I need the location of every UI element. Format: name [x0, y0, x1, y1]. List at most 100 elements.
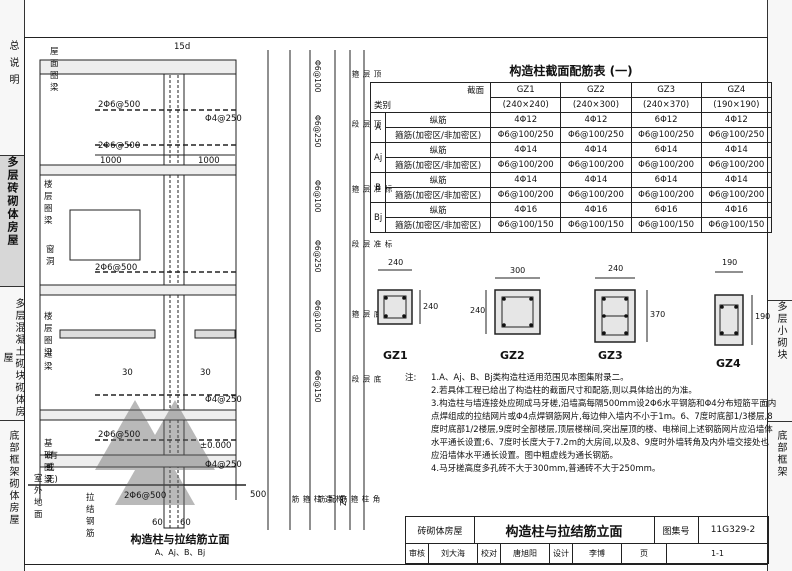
label-dim: 60 — [152, 518, 163, 528]
rebar-value-cell: Φ6@100/150 — [630, 217, 702, 233]
tb-atlas-no: 11G329-2 — [710, 525, 756, 535]
label-lintel: 过梁 — [44, 350, 53, 372]
rebar-value-cell: Φ6@100/200 — [700, 157, 773, 173]
col-header: GZ3 — [630, 82, 702, 98]
zone-stirrup: Φ6@100 — [313, 60, 322, 93]
rebar-value-cell: Φ6@100/250 — [490, 127, 562, 143]
category-cell: Bj — [369, 202, 387, 233]
rebar-value-cell: 4Φ12 — [700, 112, 773, 128]
rebar-value-cell: 4Φ14 — [700, 142, 773, 158]
roof-beam — [39, 59, 237, 75]
label-dim: 30 — [200, 368, 211, 378]
sidebar-label: 多层砖砌体房屋 — [6, 156, 19, 247]
elevation-subtitle: A、Aj、B、Bj — [154, 548, 206, 557]
rebar-type-cell: 纵筋 — [385, 112, 492, 128]
col-header: GZ4 — [700, 82, 773, 98]
section-name: GZ3 — [598, 349, 623, 362]
rebar-type-cell: 箍筋(加密区/非加密区) — [385, 127, 492, 143]
section-dim-side: 190 — [755, 312, 771, 321]
tb-check-label: 校对 — [478, 544, 501, 563]
zone-stirrup: Φ6@150 — [313, 370, 322, 403]
sidebar-tab-bottom-frame[interactable]: 底部框架 — [768, 430, 792, 560]
sidebar-tab-block[interactable]: 多层混凝土砌块砌体房屋 — [0, 295, 24, 421]
lintel — [194, 329, 236, 339]
tb-review-label: 审核 — [406, 544, 429, 563]
rebar-value-cell: 6Φ12 — [630, 112, 702, 128]
zone-label: 底层箍 — [351, 310, 382, 318]
label-dim: 1000 — [100, 156, 122, 166]
sidebar-label: 总 说 明 — [7, 40, 18, 87]
label-15d: 15d — [174, 42, 191, 52]
foundation-beam — [39, 454, 237, 468]
rebar-value-cell: 6Φ14 — [630, 172, 702, 188]
header-corner: 截面 类别 — [369, 82, 492, 113]
rebar-value-cell: 4Φ16 — [560, 202, 632, 218]
sidebar-tab-brick[interactable]: 多层砖砌体房屋 — [0, 155, 24, 287]
label-window: 窗洞 — [46, 245, 55, 267]
section-dim-side: 240 — [470, 306, 486, 315]
section-dim-top: 190 — [722, 258, 738, 267]
note-item: 4.马牙槎高度多孔砖不大于300mm,普通砖不大于250mm。 — [405, 463, 777, 476]
bottom-label: GZ配筋 — [317, 495, 347, 506]
rebar-table-title: 构造柱截面配筋表 (一) — [509, 64, 633, 78]
rebar-value-cell: Φ6@100/150 — [700, 217, 773, 233]
elevation-title: 构造柱与拉结筋立面 — [130, 533, 230, 546]
label-elev: ±0.000 — [200, 441, 232, 451]
rebar-value-cell: 4Φ14 — [560, 172, 632, 188]
drawing-frame — [24, 37, 768, 565]
label-bar: 2Φ6@500 — [124, 491, 167, 501]
rebar-value-cell: 6Φ14 — [630, 142, 702, 158]
rebar-value-cell: Φ6@100/200 — [700, 187, 773, 203]
tb-atlas-label: 图集号 — [654, 517, 699, 543]
rebar-table: 截面 类别 GZ1 GZ2 GZ3 GZ4 (240×240) (240×300… — [369, 82, 773, 233]
rebar-value-cell: Φ6@100/150 — [490, 217, 562, 233]
sidebar-tab-general[interactable]: 总 说 明 — [0, 40, 24, 150]
table-header-row: (240×240) (240×300) (240×370) (190×190) — [371, 97, 773, 113]
col-size: (190×190) — [700, 97, 773, 113]
watermark-pattern — [95, 400, 215, 505]
label-bar: Φ4@250 — [205, 460, 242, 470]
rebar-value-cell: Φ6@100/150 — [560, 217, 632, 233]
header-type: 类别 — [374, 101, 392, 111]
label-dim: 60 — [180, 518, 191, 528]
rebar-type-cell: 箍筋(加密区/非加密区) — [385, 187, 492, 203]
rebar-value-cell: 4Φ14 — [490, 172, 562, 188]
floor-slab — [39, 164, 237, 176]
rebar-value-cell: 4Φ16 — [700, 202, 773, 218]
tb-category: 砖砌体房屋 — [406, 517, 475, 543]
label-dim: 500 — [250, 490, 267, 500]
category-cell: B — [369, 172, 387, 203]
rebar-type-cell: 纵筋 — [385, 202, 492, 218]
sidebar-label: 底部框架 — [775, 430, 786, 478]
label-dim: 1000 — [198, 156, 220, 166]
section-dim-top: 240 — [608, 264, 624, 273]
note-text: 3.构造柱与墙连接处应砌成马牙槎,沿墙高每隔500mm设2Φ6水平钢筋和Φ4分布… — [431, 399, 777, 461]
rebar-value-cell: Φ6@100/200 — [490, 187, 562, 203]
sidebar-tab-frame[interactable]: 底部框架砌体房屋 — [0, 430, 24, 565]
floor-slab — [39, 409, 237, 421]
zone-label: 标准层段 — [351, 240, 393, 248]
title-block: 砖砌体房屋 构造柱与拉结筋立面 图集号 11G329-2 审核 刘大海 校对 唐… — [405, 516, 769, 564]
label-bar: Φ4@250 — [205, 114, 242, 124]
rebar-type-cell: 箍筋(加密区/非加密区) — [385, 157, 492, 173]
zone-label: 底层段 — [351, 375, 382, 383]
elevation-caption: 构造柱与拉结筋立面 A、Aj、B、Bj — [80, 531, 280, 558]
sidebar-tab-small-block[interactable]: 多层小砌块 — [768, 300, 792, 422]
zone-stirrup: Φ6@100 — [313, 180, 322, 213]
section-dim-top: 300 — [510, 266, 526, 275]
label-foundation-sub: (有或无) — [46, 451, 58, 485]
zone-stirrup: Φ6@250 — [313, 115, 322, 148]
note-item: 2.若具体工程已给出了构造柱的截面尺寸和配筋,则以具体给出的为准。 — [405, 385, 777, 398]
notes-label: 注: — [405, 373, 417, 383]
sidebar-label: 底部框架砌体房屋 — [7, 430, 18, 526]
col-header: GZ1 — [490, 82, 562, 98]
label-ground: 室外地面 — [34, 474, 43, 520]
rebar-type-cell: 箍筋(加密区/非加密区) — [385, 217, 492, 233]
label-floor-beam: 楼层圈梁 — [44, 180, 53, 226]
